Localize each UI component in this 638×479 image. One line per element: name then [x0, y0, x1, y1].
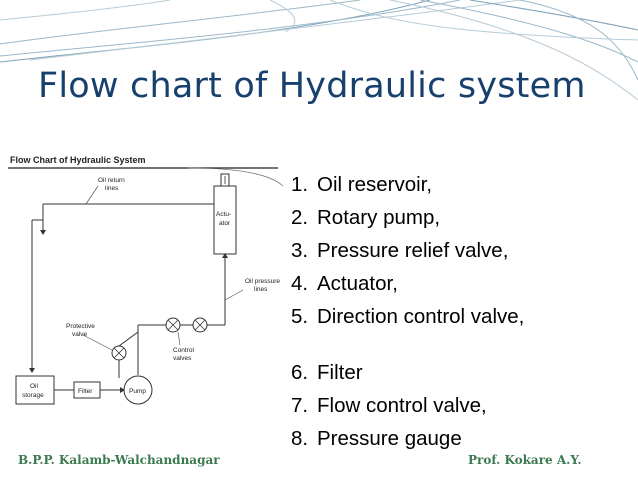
hydraulic-flow-diagram: Flow Chart of Hydraulic System — [8, 150, 290, 416]
label-oil-return: Oil return — [98, 177, 125, 184]
label-pump: Pump — [129, 388, 146, 395]
list-item: 4.Actuator, — [291, 272, 398, 295]
label-filter: Filter — [78, 388, 93, 395]
label-control-2: valves — [173, 355, 192, 362]
list-item: 2.Rotary pump, — [291, 206, 441, 229]
list-item: 6.Filter — [291, 361, 363, 384]
slide-title: Flow chart of Hydraulic system — [38, 66, 586, 106]
label-oil-storage: Oil — [30, 383, 39, 390]
list-item: 8.Pressure gauge — [291, 427, 462, 450]
label-oil-pressure-2: lines — [254, 286, 268, 293]
label-actuator: Actu- — [216, 211, 231, 218]
list-item: 1.Oil reservoir, — [291, 173, 433, 196]
label-oil-pressure: Oil pressure — [245, 278, 280, 285]
component-list: 1.Oil reservoir, 2.Rotary pump, 3.Pressu… — [291, 168, 524, 455]
footer-author: Prof. Kokare A.Y. — [468, 453, 582, 467]
footer-institution: B.P.P. Kalamb-Walchandnagar — [18, 453, 220, 467]
label-protective-2: valve — [72, 331, 88, 338]
diagram-drawing: Oil return lines Actu- ator Oil pressure… — [8, 167, 284, 405]
label-oil-return-2: lines — [105, 185, 119, 192]
label-oil-storage-2: storage — [22, 392, 44, 399]
label-actuator-2: ator — [219, 220, 231, 227]
label-protective: Protective — [66, 323, 95, 330]
diagram-title: Flow Chart of Hydraulic System — [10, 155, 146, 165]
list-item: 3.Pressure relief valve, — [291, 239, 509, 262]
list-item: 5.Direction control valve, — [291, 305, 525, 328]
label-control: Control — [173, 347, 195, 354]
list-item: 7.Flow control valve, — [291, 394, 487, 417]
